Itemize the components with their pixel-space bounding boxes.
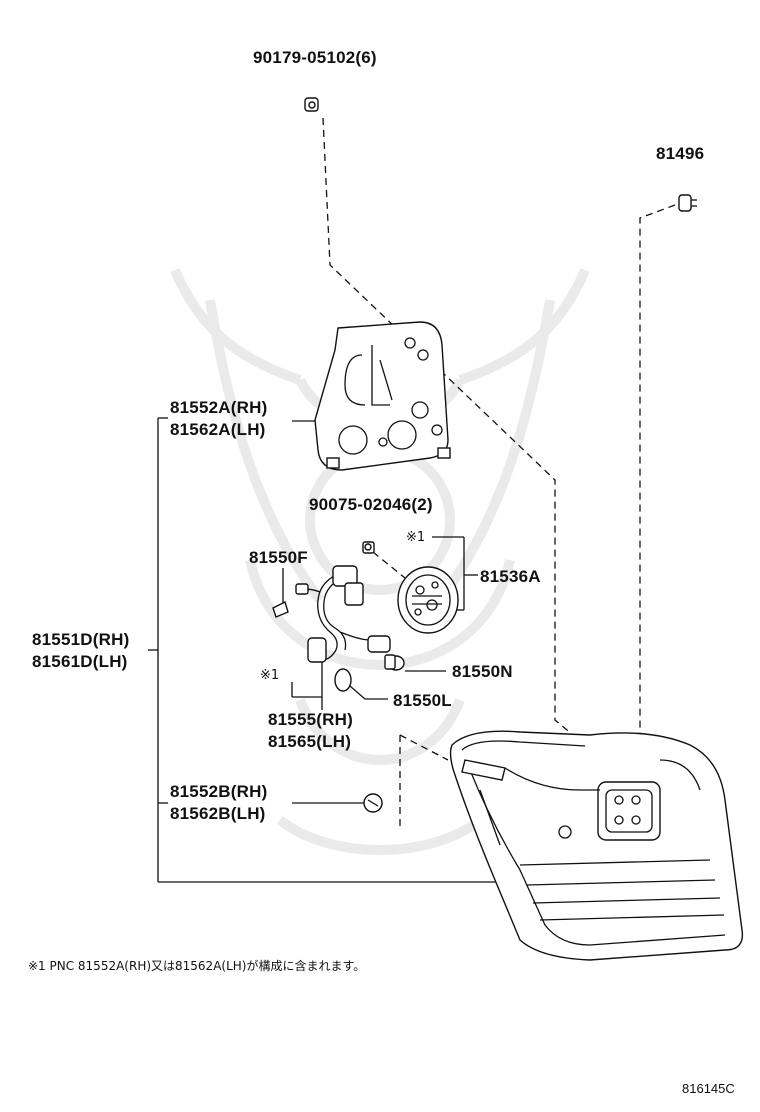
part-labels: 90179-05102(6) 81496 81552A(RH) 81562A(L… bbox=[32, 48, 704, 823]
screw-top-part bbox=[304, 97, 319, 112]
label-screw-top: 90179-05102(6) bbox=[253, 48, 377, 67]
label-81550f: 81550F bbox=[249, 548, 308, 567]
label-wire-lh: 81565(LH) bbox=[268, 732, 351, 751]
leader-lines bbox=[148, 417, 500, 883]
tail-lamp-assembly bbox=[449, 730, 744, 961]
assembly-dashes bbox=[322, 117, 676, 830]
label-bulb-n: 81550N bbox=[452, 662, 513, 681]
label-gasket-lh: 81562A(LH) bbox=[170, 420, 266, 439]
label-screw-mid: 90075-02046(2) bbox=[309, 495, 433, 514]
clip-part bbox=[678, 194, 697, 212]
label-wire-rh: 81555(RH) bbox=[268, 710, 353, 729]
part-81550f-shape bbox=[272, 601, 289, 618]
gasket-plate-part bbox=[314, 321, 451, 471]
label-lamp-lh: 81561D(LH) bbox=[32, 652, 128, 671]
label-wire-mark: ※1 bbox=[260, 668, 279, 683]
footnote: ※1 PNC 81552A(RH)又は81562A(LH)が構成に含まれます。 bbox=[28, 958, 365, 973]
label-socket: 81536A bbox=[480, 567, 541, 586]
socket-part bbox=[397, 566, 459, 634]
label-gasket-rh: 81552A(RH) bbox=[170, 398, 267, 417]
label-socket-mark: ※1 bbox=[406, 530, 425, 545]
label-clip: 81496 bbox=[656, 144, 704, 163]
label-cushion-rh: 81552B(RH) bbox=[170, 782, 267, 801]
screw-mid-part bbox=[362, 541, 375, 554]
diagram-code: 816145C bbox=[682, 1081, 735, 1096]
label-cushion-lh: 81562B(LH) bbox=[170, 804, 266, 823]
cushion-part bbox=[363, 793, 383, 813]
label-bulb-l: 81550L bbox=[393, 691, 452, 710]
label-lamp-rh: 81551D(RH) bbox=[32, 630, 129, 649]
wiring-harness-part bbox=[295, 565, 405, 692]
